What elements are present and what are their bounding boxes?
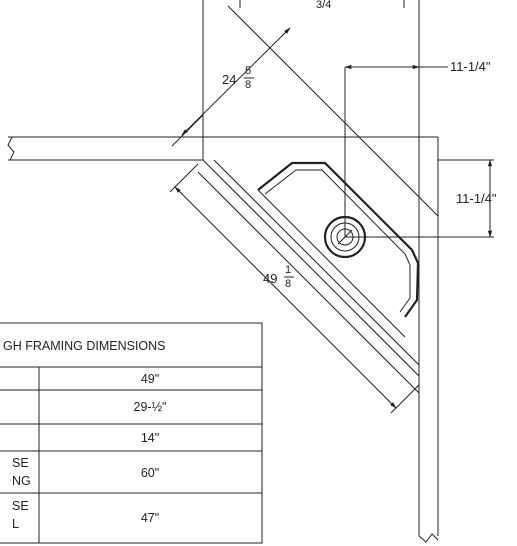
firebox-outline <box>257 161 420 318</box>
table-row-4-label-1: SE <box>12 456 29 470</box>
dim-diag-long-ext2 <box>390 384 420 414</box>
dim-diag-offset-line <box>181 27 291 136</box>
dim-right-h-text: 11-1/4" <box>450 59 491 74</box>
dim-diag-long-ext1 <box>169 163 199 193</box>
firebox-inner <box>264 169 411 313</box>
table-row-5-value: 47" <box>141 511 159 525</box>
dim-diag-long-text: 49 1 8 <box>263 264 294 290</box>
diagonal-upper <box>227 5 439 217</box>
dim-top-partial: 3/4 <box>316 0 331 11</box>
svg-text:1: 1 <box>285 264 291 276</box>
svg-text:8: 8 <box>245 79 251 91</box>
dim-diag-offset-text: 24 5 8 <box>222 65 254 91</box>
svg-text:5: 5 <box>245 65 251 77</box>
dim-diag-offset-ext <box>171 114 204 147</box>
table-row-3-value: 14" <box>141 431 159 445</box>
table-title: GH FRAMING DIMENSIONS <box>3 339 166 353</box>
svg-text:8: 8 <box>285 278 291 290</box>
table-frame <box>0 322 263 544</box>
wall-break-left <box>7 136 15 161</box>
table-row-5-label-1: SE <box>12 499 29 513</box>
svg-text:24: 24 <box>222 72 236 87</box>
table-row-2-value: 29-½" <box>134 400 167 414</box>
framing-dimensions-table: GH FRAMING DIMENSIONS 49" 29-½" 14" SE N… <box>0 322 263 544</box>
dim-diag-long-line <box>174 186 397 409</box>
table-row-5-label-2: L <box>12 517 19 531</box>
dim-right-v-text: 11-1/4" <box>456 191 497 206</box>
table-row-4-value: 60" <box>141 466 159 480</box>
table-row-4-label-2: NG <box>12 474 31 488</box>
wall-break-bottom <box>418 533 439 543</box>
svg-text:49: 49 <box>263 271 277 286</box>
table-row-1-value: 49" <box>141 372 159 386</box>
firebox-front <box>257 189 406 338</box>
